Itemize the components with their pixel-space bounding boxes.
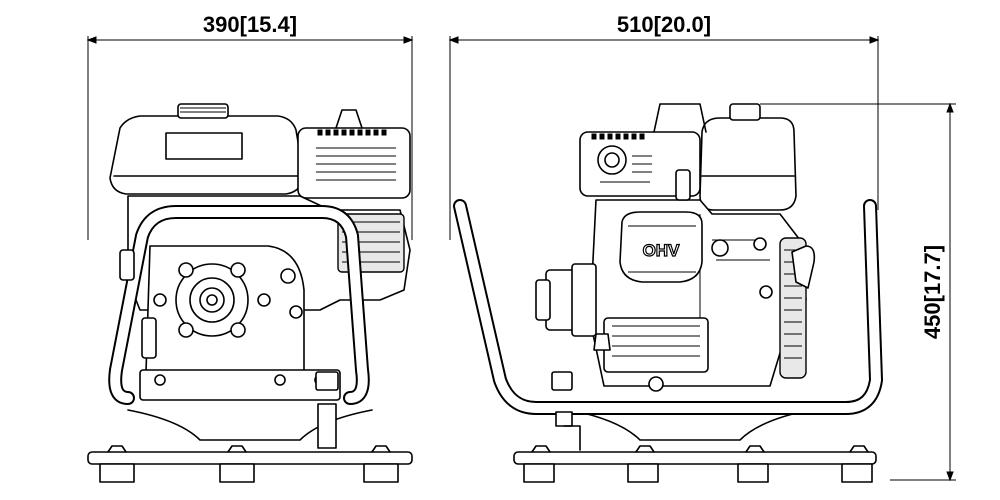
side-view: OHV [453, 103, 883, 483]
front-width-label: 390[15.4] [203, 12, 297, 37]
dimension-height: 450[17.7] [760, 102, 956, 482]
front-pump-bolts [153, 262, 303, 338]
front-view [87, 103, 413, 483]
side-fuel-tank [699, 103, 797, 211]
ohv-cylinder-head: OHV [619, 211, 703, 283]
front-fuel-tank [109, 103, 305, 195]
front-pump-housing [139, 245, 341, 401]
ohv-label: OHV [643, 241, 681, 260]
side-width-label: 510[20.0] [617, 12, 711, 37]
side-recoil-vents [591, 133, 645, 140]
height-label: 450[17.7] [920, 245, 945, 339]
dimension-front-width: 390[15.4] [86, 12, 414, 240]
side-base-plate [513, 445, 877, 483]
side-muffler [779, 237, 816, 379]
side-recoil-starter [579, 103, 707, 197]
side-suction-port [535, 263, 597, 337]
front-air-cleaner-vents [317, 129, 387, 136]
front-base-plate [87, 445, 413, 483]
front-air-cleaner [297, 109, 411, 199]
dimension-side-width: 510[20.0] [448, 12, 880, 240]
